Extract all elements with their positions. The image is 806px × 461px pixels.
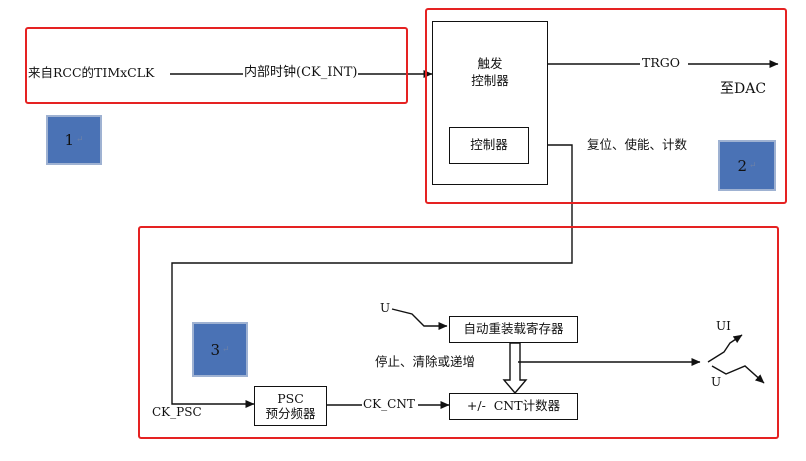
ck-psc-label: CK_PSC	[152, 405, 202, 419]
line-u-to-reload	[391, 308, 448, 330]
ui-output-label: UI	[716, 319, 731, 333]
psc-sub-label: 预分频器	[265, 406, 316, 421]
internal-clock-label: 内部时钟(CK_INT)	[244, 65, 358, 80]
controller-label: 控制器	[470, 137, 508, 153]
u-input-label: U	[380, 301, 391, 315]
output-zigzag-ui	[707, 334, 743, 363]
region-tag-3: 3↵	[192, 322, 248, 377]
region-1-frame	[25, 27, 408, 104]
region-tag-2: 2↵	[718, 140, 776, 191]
region-tag-1: 1↵	[46, 115, 102, 165]
trigger-controller-label-2: 控制器	[471, 72, 509, 88]
source-clock-label: 来自RCC的TIMxCLK	[28, 65, 155, 80]
double-arrow-reload-counter	[502, 342, 528, 395]
trgo-label: TRGO	[642, 55, 680, 70]
reset-enable-count-label: 复位、使能、计数	[587, 137, 688, 152]
trigger-controller-label-1: 触发	[477, 56, 503, 71]
region-tag-1-label: 1	[64, 131, 74, 149]
ck-cnt-label: CK_CNT	[363, 397, 415, 411]
psc-prescaler-block: PSC 预分频器	[254, 386, 327, 426]
auto-reload-label: 自动重装载寄存器	[463, 321, 564, 337]
to-dac-label: 至DAC	[720, 81, 767, 97]
region-tag-3-label: 3	[210, 340, 220, 359]
counter-label: +/- CNT计数器	[466, 398, 561, 414]
output-zigzag-u	[711, 365, 765, 384]
region-tag-2-label: 2	[737, 156, 747, 175]
auto-reload-register-block: 自动重装载寄存器	[449, 316, 578, 343]
region-3-frame	[138, 226, 779, 439]
stop-clear-increment-label: 停止、清除或递增	[375, 354, 476, 369]
controller-block: 控制器	[449, 127, 529, 164]
region-2-frame	[425, 8, 787, 204]
cnt-counter-block: +/- CNT计数器	[449, 393, 578, 420]
line-controller-down	[171, 144, 573, 408]
u-output-label: U	[711, 375, 722, 389]
psc-label: PSC	[277, 391, 304, 406]
